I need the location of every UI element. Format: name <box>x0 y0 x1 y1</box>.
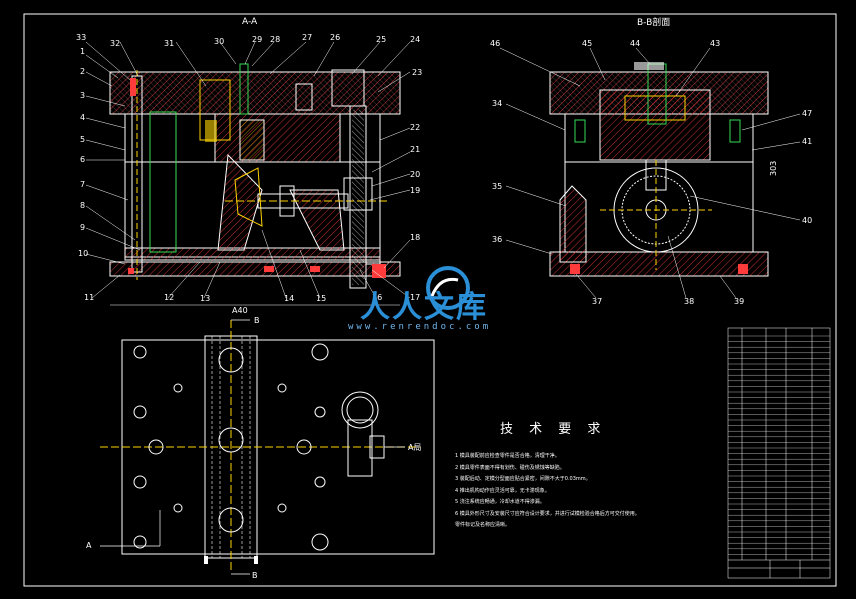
part-label: 3 <box>80 91 85 100</box>
part-label: 25 <box>376 35 386 44</box>
part-label: 22 <box>410 123 420 132</box>
part-label: 12 <box>164 293 174 302</box>
part-label: 38 <box>684 297 694 306</box>
part-label: 11 <box>84 293 94 302</box>
part-label: 31 <box>164 39 174 48</box>
part-label: 13 <box>200 294 210 303</box>
part-label: 8 <box>80 201 85 210</box>
section-aa: A-A <box>85 17 411 315</box>
part-label: 4 <box>80 113 85 122</box>
section-bb-title: B-B剖面 <box>637 16 670 28</box>
part-label: 20 <box>410 170 420 179</box>
watermark-logo-icon <box>426 266 470 310</box>
part-label: 39 <box>734 297 744 306</box>
part-label: 37 <box>592 297 602 306</box>
part-label: 26 <box>330 33 340 42</box>
section-marker-b-bottom: B <box>252 571 258 580</box>
technical-requirements: 技 术 要 求 1 模具装配前应检查零件是否合格，清理干净。 2 模具零件表面不… <box>455 418 715 532</box>
requirement-line: 2 模具零件表面不得有划伤、碰伤及锈蚀等缺陷。 <box>455 464 565 471</box>
bom-rows <box>728 335 830 555</box>
part-label: 34 <box>492 99 502 108</box>
part-label: 33 <box>76 33 86 42</box>
part-label: 2 <box>80 67 85 76</box>
requirement-line: 零件标记及名称应清晰。 <box>455 522 511 528</box>
section-marker-a-right: A局 <box>408 443 421 452</box>
svg-text:303: 303 <box>769 161 778 176</box>
part-label: 36 <box>492 235 502 244</box>
dim-left: A40 <box>232 306 248 315</box>
part-label: 23 <box>412 68 422 77</box>
part-label: 44 <box>630 39 640 48</box>
part-label: 21 <box>410 145 420 154</box>
part-label: 46 <box>490 39 500 48</box>
part-label: 43 <box>710 39 720 48</box>
part-label: 10 <box>78 249 88 258</box>
technical-requirements-title: 技 术 要 求 <box>500 422 607 437</box>
section-marker-a-left: A <box>86 541 92 550</box>
watermark-brand: 人人文库 <box>360 290 488 325</box>
part-label: 45 <box>582 39 592 48</box>
outer-frame <box>23 13 837 587</box>
part-label: 19 <box>410 186 420 195</box>
part-label: 29 <box>252 35 262 44</box>
plan-view: B B A A局 <box>86 316 435 580</box>
bill-of-materials <box>727 327 831 579</box>
part-label: 1 <box>80 47 85 56</box>
part-label: 7 <box>80 180 85 189</box>
part-label: 18 <box>410 233 420 242</box>
section-aa-title: A-A <box>242 17 258 27</box>
part-label: 28 <box>270 35 280 44</box>
watermark-url: www.renrendoc.com <box>348 322 492 332</box>
part-labels-aa: 33 32 31 30 29 28 27 26 25 24 23 22 21 2… <box>76 33 422 303</box>
part-label: 6 <box>80 155 85 164</box>
part-labels-bb: 46 45 44 43 34 47 41 35 40 36 37 38 39 <box>490 39 812 306</box>
part-label: 35 <box>492 182 502 191</box>
part-label: 47 <box>802 109 812 118</box>
requirement-line: 1 模具装配前应检查零件是否合格，清理干净。 <box>455 453 560 459</box>
requirement-line: 6 模具外形尺寸及安装尺寸应符合设计要求，并进行试模检验合格后方可交付使用。 <box>455 510 640 517</box>
part-label: 27 <box>302 33 312 42</box>
requirement-line: 4 推出机构动作应灵活可靠，无卡滞现象。 <box>455 487 550 494</box>
part-label: 40 <box>802 216 812 225</box>
part-label: 16 <box>372 293 382 302</box>
section-marker-b-top: B <box>254 316 260 325</box>
part-label: 14 <box>284 294 294 303</box>
part-label: 32 <box>110 39 120 48</box>
part-label: 30 <box>214 37 224 46</box>
part-label: 5 <box>80 135 85 144</box>
requirement-line: 3 装配后动、定模分型面应贴合紧密，间隙不大于0.03mm。 <box>455 476 591 482</box>
part-label: 41 <box>802 137 812 146</box>
part-label: 24 <box>410 35 420 44</box>
part-label: 17 <box>410 293 420 302</box>
part-label: 9 <box>80 223 85 232</box>
requirement-line: 5 浇注系统应畅通，冷却水道不得渗漏。 <box>455 499 545 505</box>
part-label: 15 <box>316 294 326 303</box>
section-bb: B-B剖面 303 <box>499 16 801 299</box>
